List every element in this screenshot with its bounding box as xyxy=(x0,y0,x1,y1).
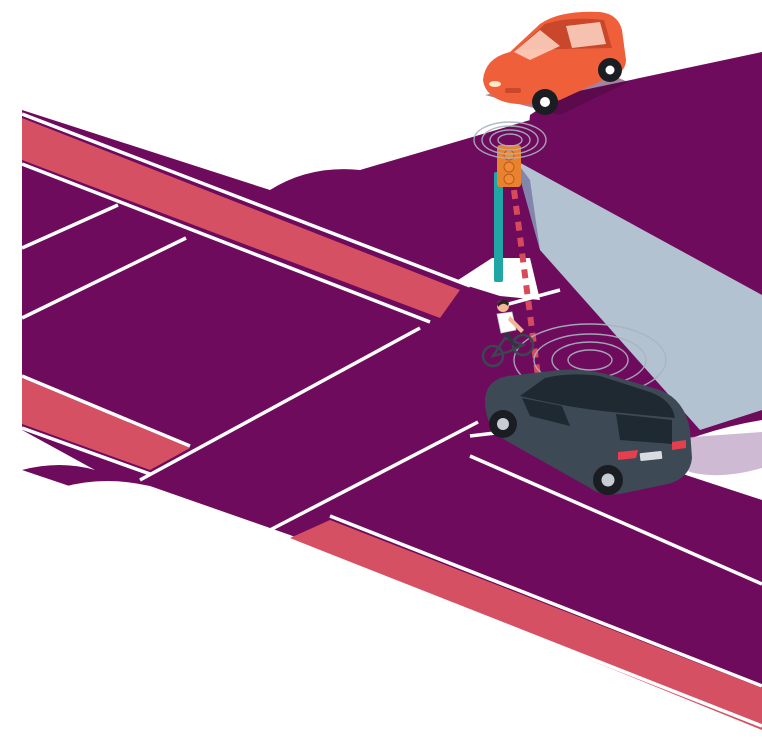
red-car-side-window xyxy=(566,22,606,48)
dark-car-hub-rear xyxy=(602,474,615,487)
signal-lamp-bottom xyxy=(504,174,514,184)
red-car-hub-front xyxy=(540,97,550,107)
signal-pole xyxy=(494,172,503,282)
red-car-grille xyxy=(505,88,521,93)
signal-lamp-middle xyxy=(504,162,514,172)
dark-car-hub-front xyxy=(497,418,509,430)
red-car-headlight xyxy=(489,81,501,87)
red-car-hub-rear xyxy=(606,66,615,75)
